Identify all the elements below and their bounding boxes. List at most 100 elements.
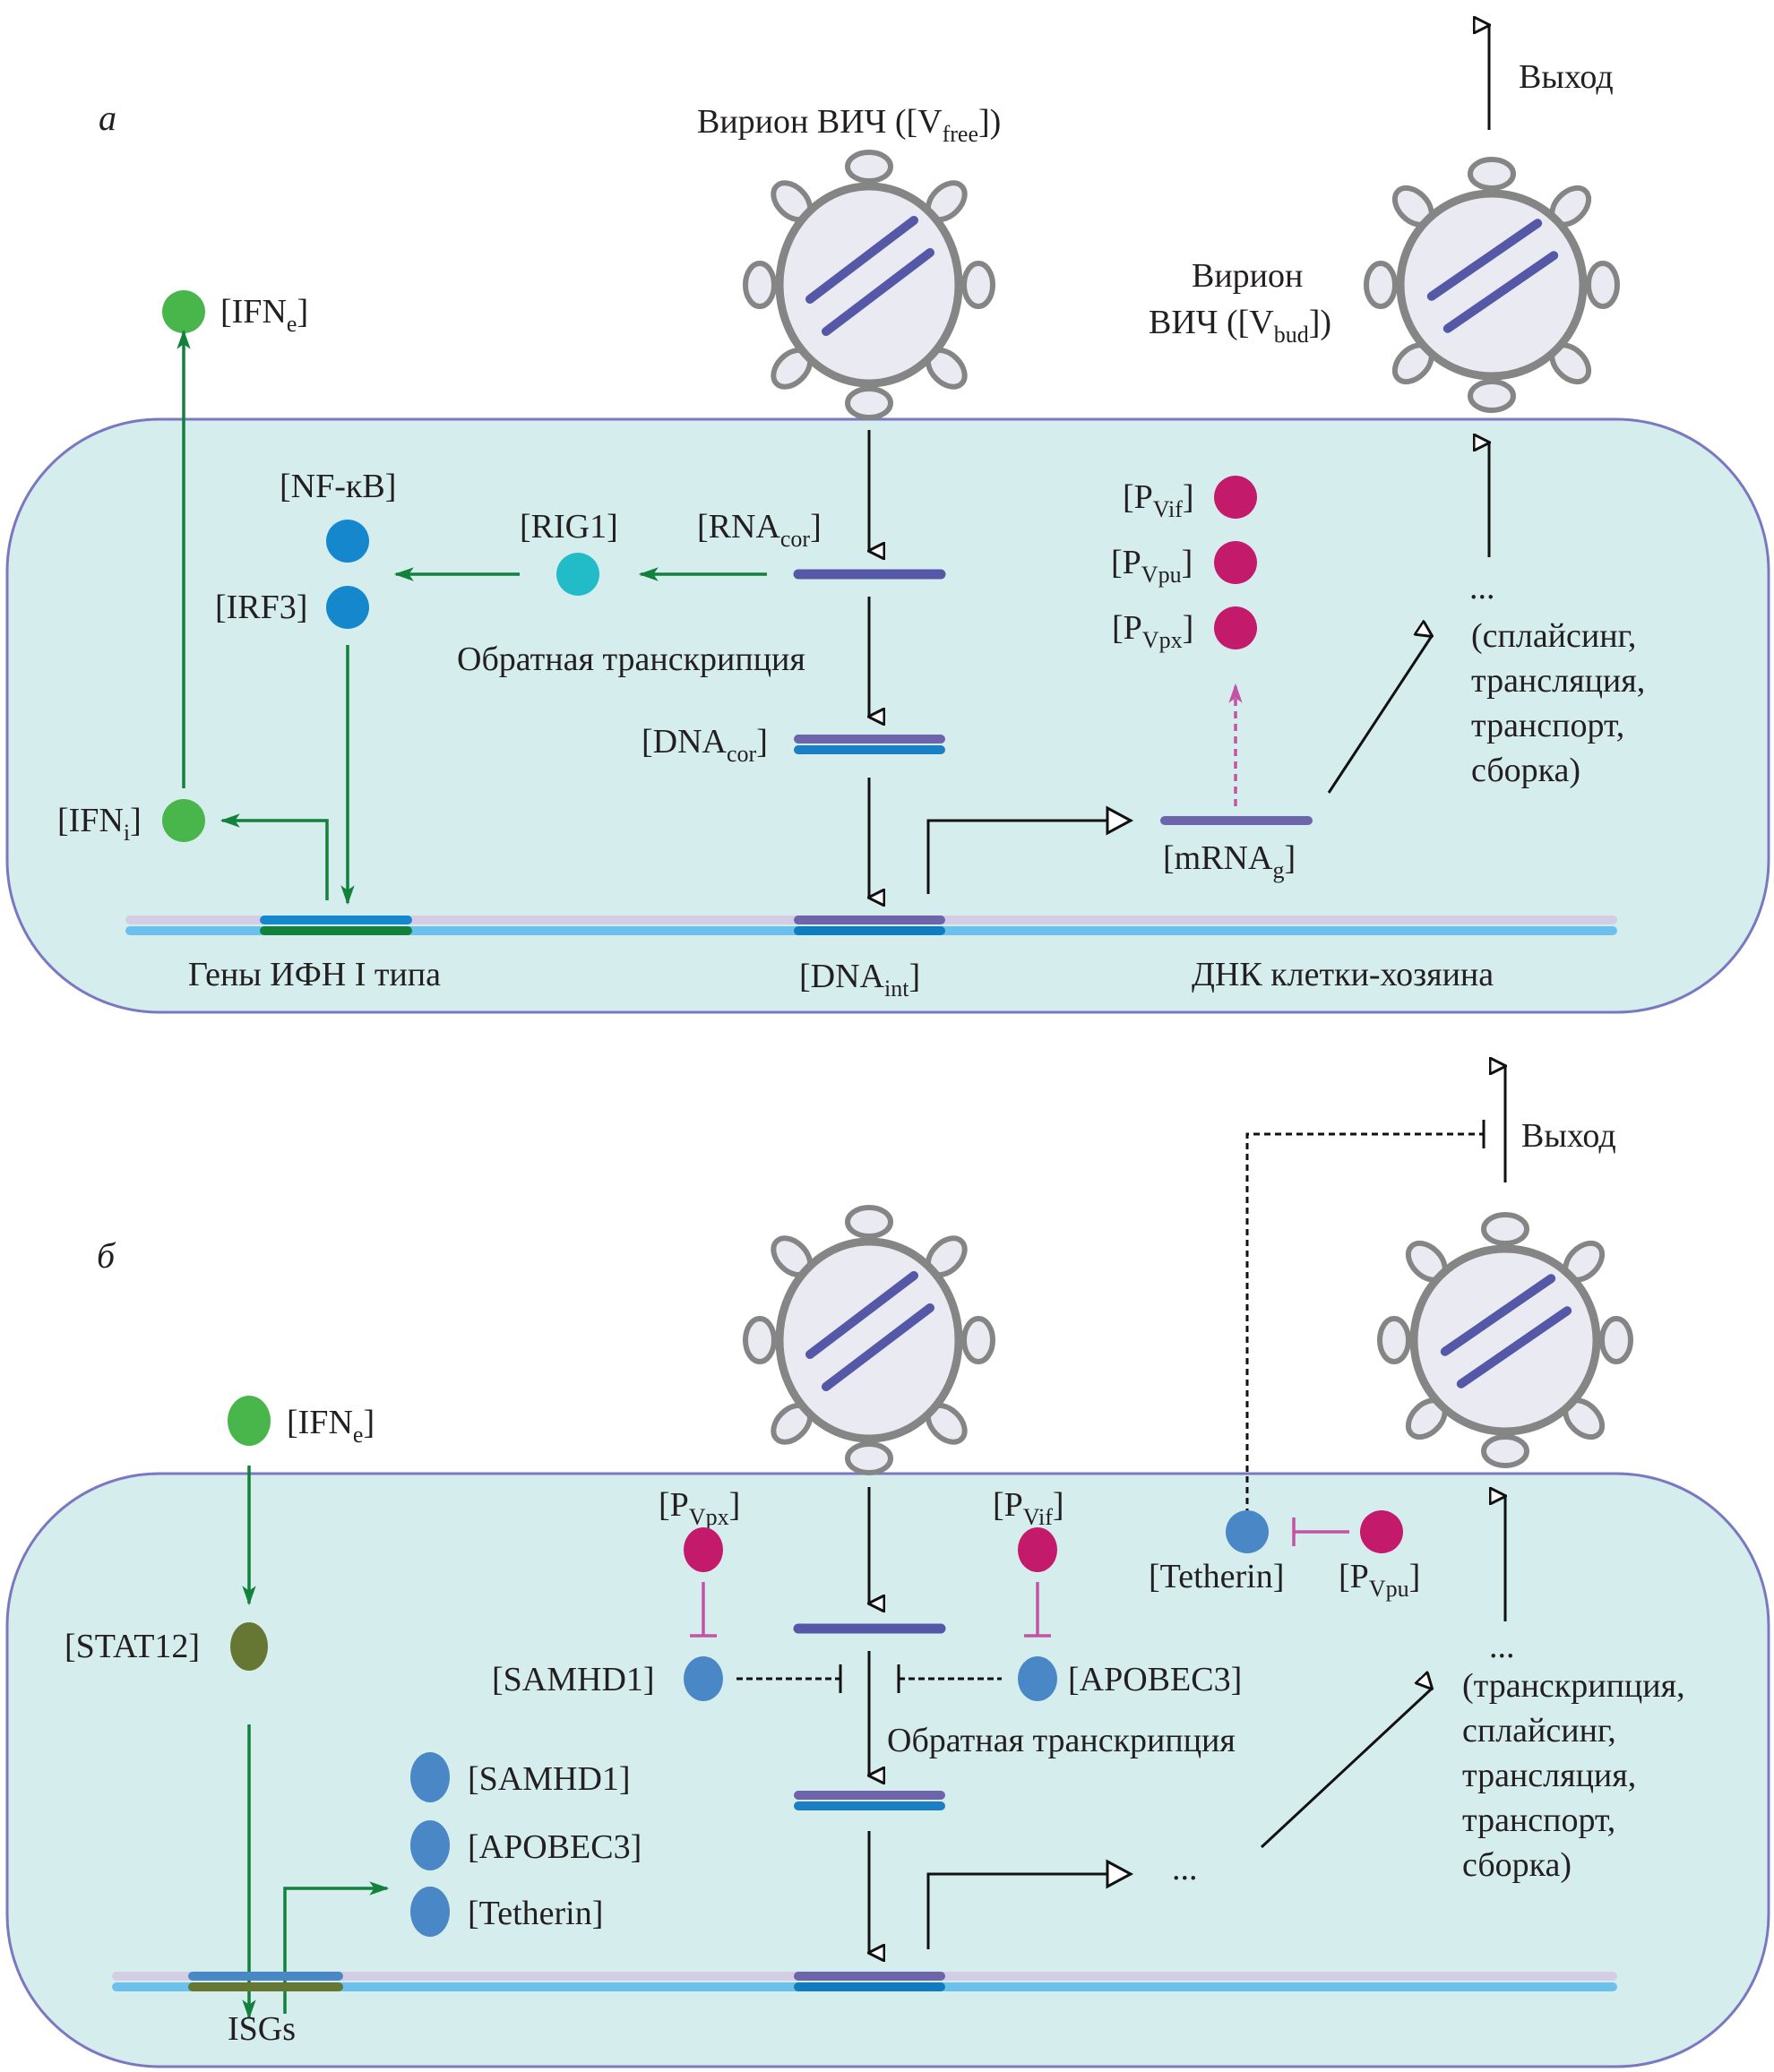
stat12-dot (230, 1622, 268, 1671)
virion-bud-label-1: Вирион (1192, 257, 1303, 295)
p-vif-label-b: [PVif] (993, 1486, 1064, 1530)
ifn-e-label: [IFNe] (220, 293, 308, 337)
dna-cor-label: [DNAcor] (642, 723, 768, 767)
envelope-spike (1481, 1212, 1529, 1246)
nfkb-label: [NF-кB] (280, 468, 396, 505)
process-line: трансляция, (1471, 662, 1645, 700)
envelope-spike (743, 1316, 777, 1364)
isg-product-label: [APOBEC3] (468, 1828, 642, 1866)
viral-rna-strand (822, 248, 934, 336)
isg-apobec3-dot (410, 1820, 450, 1870)
p-vpu-label-b: [PVpu] (1339, 1558, 1420, 1602)
envelope-spike (1468, 157, 1516, 191)
p-vif-label: [PVif] (1123, 478, 1194, 522)
viral-rna-strand (822, 1303, 934, 1391)
envelope-spike (845, 1205, 893, 1239)
virion-capsid (775, 1237, 963, 1443)
ifn-e-dot (162, 290, 205, 333)
p-vpx-label-b: [PVpx] (659, 1486, 740, 1530)
envelope-spike (961, 1316, 995, 1364)
viral-rna-strand (1442, 251, 1559, 333)
rig1-dot (556, 553, 599, 596)
ifn-genes-label: Гены ИФН I типа (188, 956, 441, 993)
isg-product-label: [SAMHD1] (468, 1760, 631, 1798)
ifn-i-label: [IFNi] (57, 802, 142, 846)
cell-a (5, 417, 1770, 1014)
samhd1-dot-b (684, 1656, 723, 1701)
transcription-arrow-b (926, 1872, 1118, 1949)
mrna-g-label: [mRNAg] (1163, 839, 1296, 883)
p-vpx-label: [PVpx] (1112, 609, 1193, 653)
viral-rna-strand (1440, 1274, 1556, 1356)
panel-a-label: а (99, 98, 116, 138)
isg-tetherin-dot (410, 1887, 450, 1937)
tetherin-block-dashed (1245, 1132, 1484, 1536)
ifn-e-label-b: [IFNe] (287, 1404, 375, 1448)
process-line: сборка) (1471, 752, 1580, 789)
dna-int-label: [DNAint] (799, 958, 920, 1002)
viral-rna-strand (1426, 219, 1543, 301)
envelope-spike (1599, 1316, 1633, 1364)
virion-budding-icon (1377, 1212, 1633, 1468)
envelope-spike (1481, 1434, 1529, 1468)
process-line: сплайсинг, (1462, 1712, 1616, 1750)
envelope-spike (1586, 261, 1620, 309)
panel-b: б Выход [IFNe] [STAT12] [SAMHD1] [APOBEC… (5, 1066, 1770, 2068)
irf3-dot (326, 586, 369, 629)
virion-free-icon (743, 150, 995, 420)
exit-label-b: Выход (1521, 1117, 1616, 1155)
envelope-spike (1377, 1316, 1411, 1364)
virion-bud-icon (1364, 157, 1620, 413)
process-line: (сплайсинг, (1471, 617, 1636, 655)
process-line: сборка) (1462, 1846, 1572, 1884)
p-vpu-dot (1214, 541, 1257, 584)
process-line: транспорт, (1471, 707, 1624, 744)
genes-to-ifn-i-arrow (220, 813, 329, 900)
virion-capsid (775, 182, 963, 388)
envelope-spike (1364, 261, 1398, 309)
virion-entering-icon (743, 1205, 995, 1475)
apobec3-dot-b (1018, 1656, 1057, 1701)
virion-free-label: Вирион ВИЧ ([Vfree]) (697, 103, 1001, 147)
processes-a: (сплайсинг, трансляция, транспорт, сборк… (1471, 617, 1654, 789)
host-dna-label: ДНК клетки-хозяина (1192, 956, 1494, 993)
p-vpx-dot-b (684, 1527, 723, 1572)
panel-a: а Вирион ВИЧ ([Vfree]) Вирион ВИЧ ([Vbud… (5, 25, 1770, 1014)
viral-rna-strand (805, 216, 918, 304)
envelope-spike (845, 1441, 893, 1475)
processes-b: (транскрипция, сплайсинг, трансляция, тр… (1462, 1667, 1693, 1884)
envelope-spike (961, 261, 995, 309)
p-vpu-dot-b (1360, 1510, 1403, 1553)
nfkb-dot (326, 520, 369, 563)
samhd1-label-b: [SAMHD1] (492, 1661, 655, 1698)
irf3-label: [IRF3] (215, 589, 307, 626)
transcription-arrow-a (926, 819, 1118, 894)
process-line: (транскрипция, (1462, 1667, 1685, 1705)
tetherin-dot-top (1226, 1510, 1269, 1553)
envelope-spike (845, 386, 893, 420)
p-vif-dot (1214, 476, 1257, 519)
envelope-spike (845, 150, 893, 184)
transcription-arrow-b-head (1106, 1859, 1134, 1889)
rna-cor-label: [RNAcor] (697, 508, 822, 552)
ellipsis-a: ... (1469, 569, 1495, 606)
virion-capsid (1396, 189, 1588, 381)
reverse-transcription-label-a: Обратная транскрипция (457, 641, 805, 678)
tetherin-label-top: [Tetherin] (1149, 1558, 1284, 1595)
panel-b-label: б (97, 1235, 116, 1276)
isg-product-label: [Tetherin] (468, 1895, 603, 1932)
ifn-i-dot (162, 799, 205, 842)
envelope-spike (1468, 379, 1516, 413)
mrna-to-processes-arrow (1327, 636, 1432, 794)
envelope-spike (743, 261, 777, 309)
viral-rna-strand (1456, 1306, 1572, 1388)
to-processes-arrow-b (1260, 1689, 1432, 1849)
p-vpu-label: [PVpu] (1111, 544, 1193, 588)
process-line: транспорт, (1462, 1801, 1615, 1839)
ifn-e-dot-b (228, 1396, 271, 1446)
virion-bud-label-2: ВИЧ ([Vbud]) (1149, 304, 1331, 348)
p-vpx-dot (1214, 606, 1257, 649)
viral-rna-strand (805, 1271, 918, 1359)
ellipsis-mid-b: ... (1172, 1850, 1198, 1887)
